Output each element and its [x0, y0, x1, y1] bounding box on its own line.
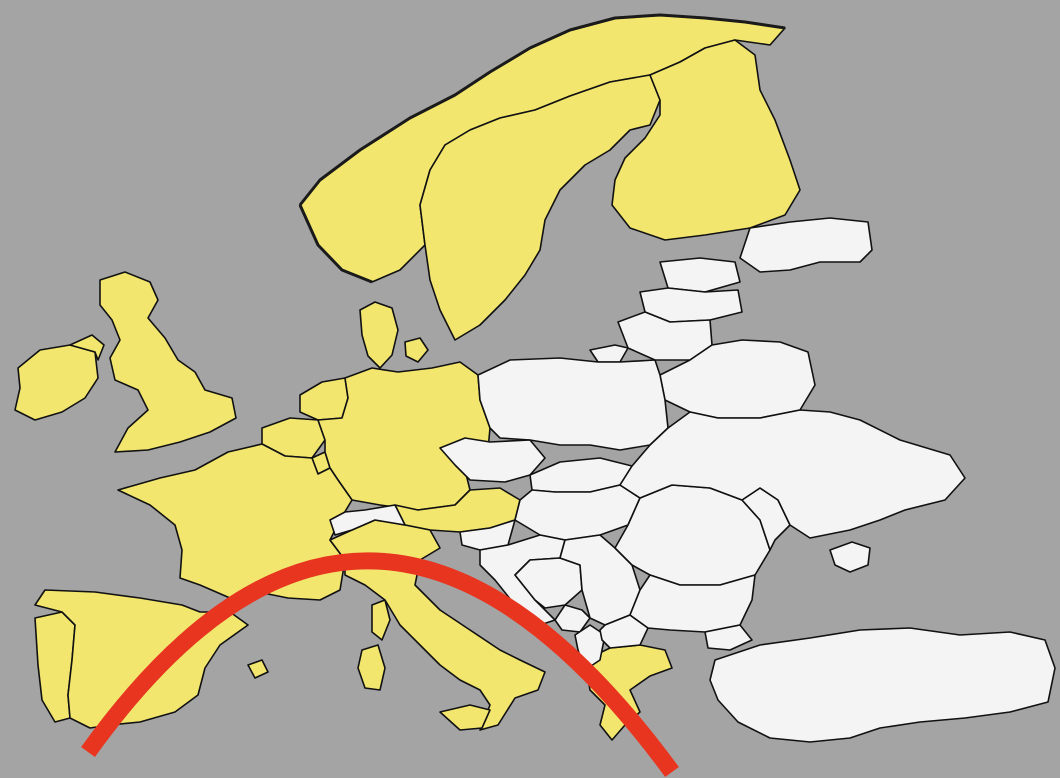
sicily: [439, 704, 491, 731]
norway-coast-shade: [298, 13, 786, 206]
montenegro: [554, 604, 591, 633]
czechia: [439, 437, 546, 483]
denmark-islands: [404, 337, 429, 363]
crimea: [829, 541, 871, 573]
north-macedonia: [599, 614, 649, 649]
turkey: [709, 627, 1056, 743]
poland: [477, 357, 669, 451]
ukraine: [619, 409, 966, 539]
ireland: [14, 344, 99, 421]
corsica: [371, 599, 391, 641]
balearic: [247, 659, 269, 679]
red-arc: [81, 552, 679, 778]
denmark: [359, 301, 399, 369]
switzerland: [329, 504, 406, 536]
highlighted-countries: [14, 14, 801, 741]
northern-ireland: [69, 334, 105, 361]
european-turkey: [704, 624, 753, 651]
greece: [584, 644, 673, 741]
russia-north: [739, 217, 873, 273]
norway-west-shade: [298, 204, 373, 284]
coastline-shading: [298, 13, 786, 284]
italy: [329, 519, 546, 731]
kaliningrad: [589, 344, 629, 363]
other-countries: [329, 217, 1056, 743]
sardinia: [357, 644, 386, 691]
bulgaria: [629, 574, 756, 633]
sweden: [419, 74, 661, 341]
united-kingdom: [99, 271, 237, 453]
